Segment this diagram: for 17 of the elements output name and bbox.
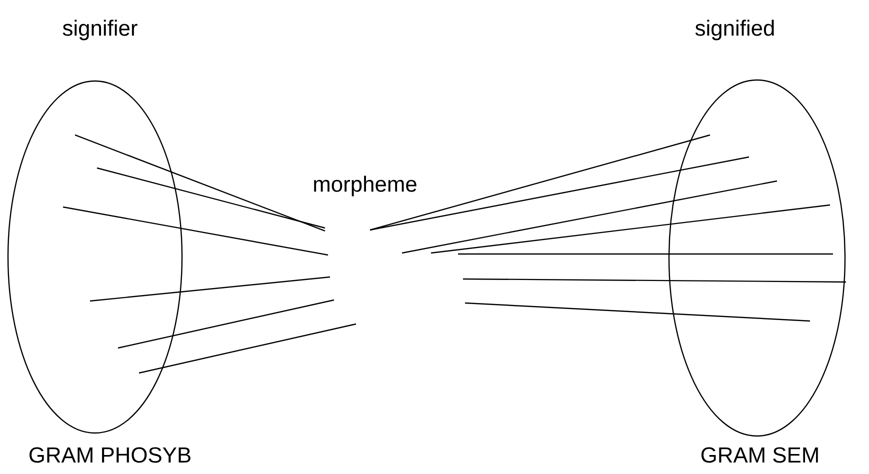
line — [464, 302, 810, 322]
node-label: signifier — [62, 20, 138, 40]
line — [463, 278, 846, 283]
node-label: signified — [695, 20, 774, 40]
node-label: GRAM SEM — [701, 447, 818, 463]
line — [458, 253, 833, 255]
line — [402, 180, 778, 254]
line — [370, 134, 710, 231]
line — [74, 134, 326, 232]
node-label: GRAM PHOSYB — [30, 447, 190, 463]
line — [370, 156, 750, 231]
line — [118, 299, 334, 349]
text-label: morpheme — [314, 176, 416, 196]
line — [62, 206, 328, 256]
line — [90, 276, 330, 302]
line — [138, 323, 356, 374]
line — [430, 204, 830, 254]
